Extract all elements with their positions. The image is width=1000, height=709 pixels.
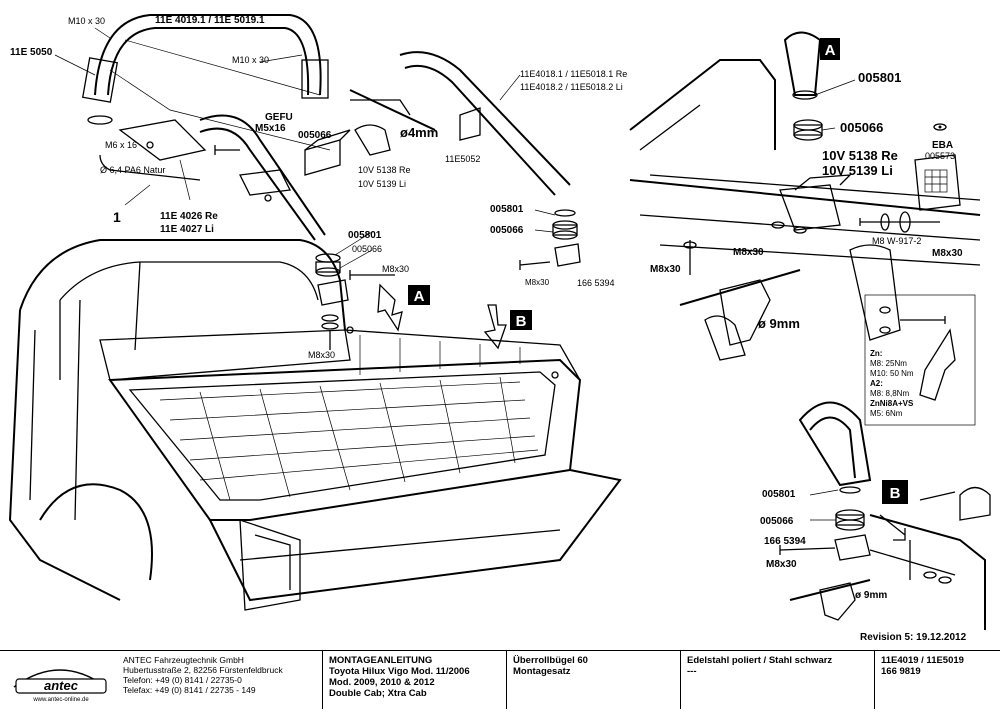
label-gefu: GEFU	[265, 112, 293, 123]
label-m8-25nm: M8: 25Nm	[870, 359, 907, 368]
center-hardware-stack	[315, 253, 507, 350]
antec-logo: antec www.antec-online.de	[13, 669, 107, 703]
label-m8x30-c: M8x30	[525, 278, 550, 287]
label-drill-4mm: ø4mm	[400, 125, 438, 140]
arrow-b-badge	[510, 310, 532, 330]
cab-type: Double Cab; Xtra Cab	[329, 688, 427, 699]
label-005066-b: 005066	[352, 244, 382, 254]
label-1665394-b: 166 5394	[764, 536, 806, 547]
detail-a-badge-label: A	[825, 42, 836, 59]
label-m8w917: M8 W-917-2	[872, 236, 921, 246]
label-drill-9mm-a: ø 9mm	[758, 316, 800, 331]
title-block: antec www.antec-online.de ANTEC Fahrzeug…	[0, 650, 1000, 709]
label-10v5138re-small: 10V 5138 Re	[358, 165, 411, 175]
label-drill-9mm-b: ø 9mm	[855, 590, 887, 601]
label-zn: Zn:	[870, 349, 882, 358]
product-name: Überrollbügel 60	[513, 655, 588, 666]
right-bar-hardware-stack	[519, 209, 581, 270]
label-bar-right-1: 11E4018.1 / 11E5018.1 Re	[520, 69, 627, 79]
label-znni: ZnNi8A+VS	[870, 399, 914, 408]
vehicle-model: Toyota Hilux Vigo Mod. 11/2006	[329, 666, 470, 677]
detail-b-illustration	[779, 401, 991, 630]
revision-note: Revision 5: 19.12.2012	[860, 632, 967, 643]
detail-b-badge	[882, 480, 908, 504]
model-years: Mod. 2009, 2010 & 2012	[329, 677, 435, 688]
arrow-a-badge-label: A	[414, 288, 425, 305]
label-pa6: Ø 6,4 PA6 Natur	[100, 165, 165, 175]
label-005573: 005573	[925, 151, 955, 161]
label-10v5139li-small: 10V 5139 Li	[358, 179, 406, 189]
label-1665394-a: 166 5394	[577, 278, 615, 288]
assembly-drawing: A B A B M10 x 30 11E 4019.1 / 11E 5019.1…	[8, 14, 991, 630]
kit-name: Montagesatz	[513, 666, 571, 677]
label-005066-c: 005066	[490, 225, 524, 236]
label-m8x30-g: M8x30	[766, 559, 797, 570]
leader-lines	[54, 27, 856, 521]
label-11e4027li: 11E 4027 Li	[160, 224, 214, 235]
label-m8x30-f: M8x30	[932, 248, 963, 259]
label-005066-big: 005066	[840, 120, 883, 135]
part-number-2: 166 9819	[881, 666, 921, 677]
roll-bar-top	[81, 14, 571, 241]
label-bar-top: 11E 4019.1 / 11E 5019.1	[155, 15, 265, 26]
company-fax: Telefax: +49 (0) 8141 / 22735 - 149	[123, 685, 256, 695]
logo-url: www.antec-online.de	[32, 697, 89, 703]
label-11e4026re: 11E 4026 Re	[160, 211, 218, 222]
label-005066-a: 005066	[298, 130, 332, 141]
detail-a-badge	[820, 38, 840, 60]
label-m8x30-b: M8x30	[308, 350, 335, 360]
arrow-b-badge-label: B	[516, 313, 527, 330]
label-a2: A2:	[870, 379, 883, 388]
detail-b-badge-label: B	[890, 485, 901, 502]
company-phone: Telefon: +49 (0) 8141 / 22735-0	[123, 675, 242, 685]
label-m10x30-mid: M10 x 30	[232, 55, 269, 65]
detail-a-illustration	[629, 31, 981, 361]
material: Edelstahl poliert / Stahl schwarz	[687, 655, 833, 666]
company-name: ANTEC Fahrzeugtechnik GmbH	[123, 655, 244, 665]
part-labels: M10 x 30 11E 4019.1 / 11E 5019.1 11E 505…	[10, 15, 963, 601]
label-005801-c: 005801	[762, 489, 796, 500]
label-005801-b: 005801	[490, 204, 524, 215]
part-number: 11E4019 / 11E5019	[881, 655, 964, 666]
label-m8x30-d: M8x30	[733, 247, 764, 258]
torque-inset	[864, 294, 976, 426]
label-10v5139li: 10V 5139 Li	[822, 163, 893, 178]
material-note: ---	[687, 666, 697, 677]
label-11e5050: 11E 5050	[10, 47, 53, 58]
label-m5x16: M5x16	[255, 123, 286, 134]
logo-wordmark: antec	[44, 678, 79, 693]
label-bar-right-2: 11E4018.2 / 11E5018.2 Li	[520, 82, 623, 92]
label-m5-6nm: M5: 6Nm	[870, 409, 903, 418]
left-mounting-hardware	[87, 115, 351, 202]
label-005066-d: 005066	[760, 516, 794, 527]
arrow-a-badge	[408, 285, 430, 305]
label-10v5138re: 10V 5138 Re	[822, 148, 898, 163]
label-m8x30-e: M8x30	[650, 264, 681, 275]
label-m6x16: M6 x 16	[105, 140, 137, 150]
label-item-1: 1	[113, 209, 121, 225]
label-m10-50nm: M10: 50 Nm	[870, 369, 914, 378]
company-address: Hubertusstraße 2, 82256 Fürstenfeldbruck	[123, 665, 283, 675]
label-m8-88nm: M8: 8,8Nm	[870, 389, 909, 398]
drill-4mm-illustration	[349, 89, 481, 156]
pickup-truck-illustration	[8, 239, 622, 611]
label-11e5052: 11E5052	[445, 154, 480, 164]
label-005801-big: 005801	[858, 70, 901, 85]
label-m10x30-top: M10 x 30	[68, 16, 105, 26]
document-title: MONTAGEANLEITUNG	[329, 655, 433, 666]
label-eba: EBA	[932, 140, 953, 151]
label-m8x30-a: M8x30	[382, 264, 409, 274]
label-005801-a: 005801	[348, 230, 382, 241]
